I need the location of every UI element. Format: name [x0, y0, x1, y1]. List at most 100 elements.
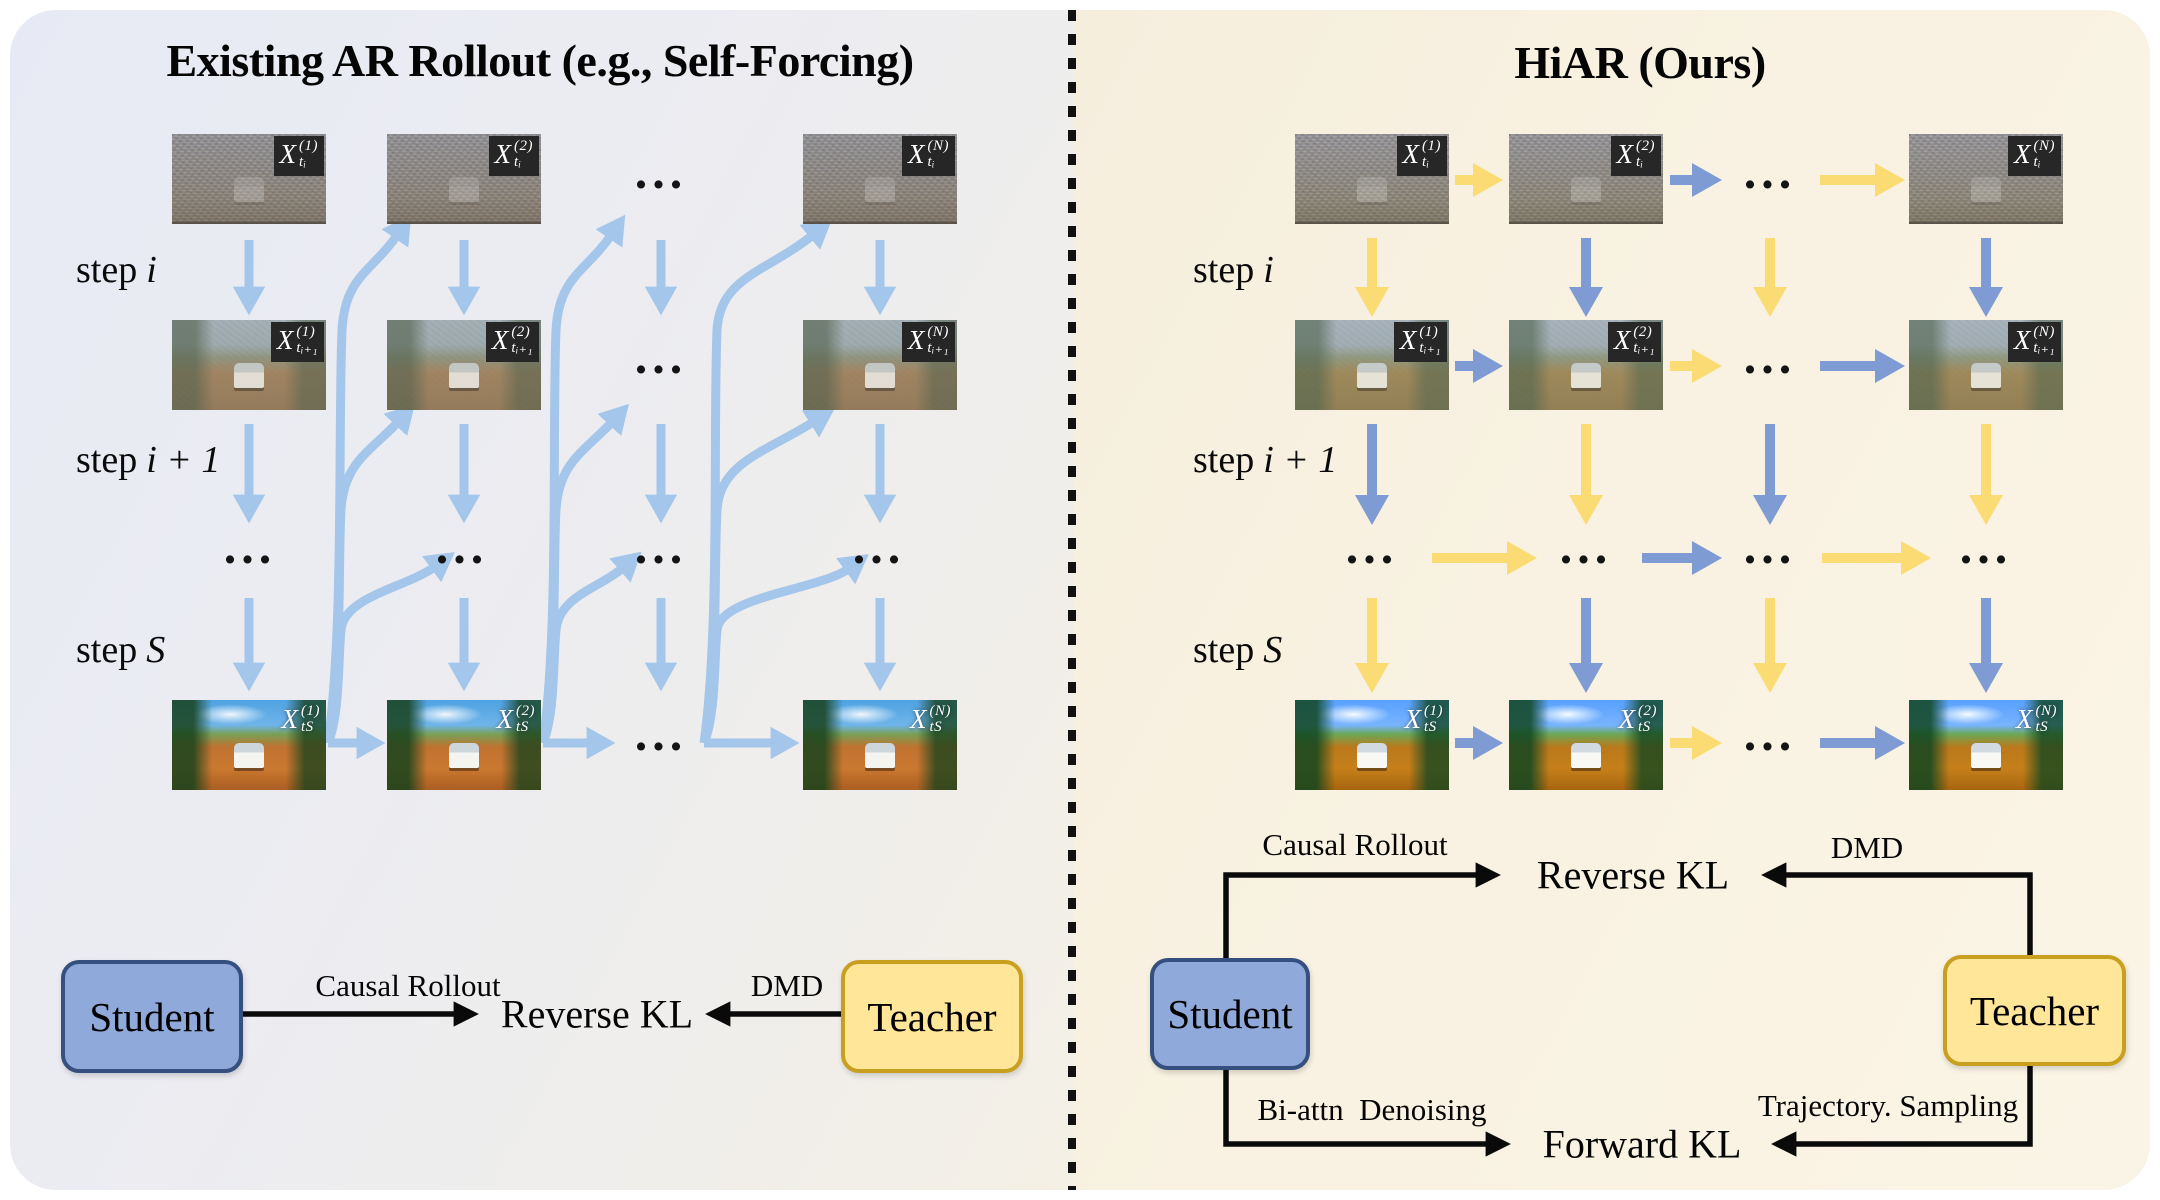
frame-label-sub: tᵢ: [927, 153, 936, 170]
left-panel-title: Existing AR Rollout (e.g., Self-Forcing): [166, 35, 914, 86]
frame-thumbnail: X(N)tᵢ: [1909, 134, 2063, 224]
step-prefix: step: [1193, 439, 1255, 481]
frame-label-sup: (1): [1424, 703, 1443, 719]
frame-thumbnail: X(2)tS: [387, 700, 541, 790]
frame-thumbnail: X(1)tᵢ: [1295, 134, 1449, 224]
frame-label-sup: (2): [1636, 138, 1655, 154]
frame-label-sup: (1): [1422, 138, 1441, 154]
frame-label-x: X: [2013, 325, 2031, 356]
step-prefix: step: [1193, 249, 1255, 291]
frame-thumbnail: X(N)tᵢ₊₁: [1909, 320, 2063, 410]
ellipsis: ...: [634, 143, 688, 199]
frame-label-sub: tᵢ: [2033, 153, 2042, 170]
frame-label-sub: tS: [929, 718, 943, 735]
frame-label-sup: (1): [299, 138, 318, 154]
frame-label-x: X: [1399, 325, 1417, 356]
frame-label-x: X: [2016, 704, 2033, 735]
ellipsis: ...: [223, 518, 277, 574]
frame-label: X(1)tᵢ₊₁: [1393, 322, 1447, 362]
frame-label-x: X: [494, 139, 512, 170]
frame-label: X(2)tᵢ₊₁: [1607, 322, 1661, 362]
frame-label-sub: tᵢ: [514, 153, 522, 170]
trajectory-sampling-label: Trajectory. Sampling: [1757, 1088, 2019, 1123]
frame-label: X(2)tᵢ: [488, 136, 539, 176]
frame-label-x: X: [1402, 139, 1420, 170]
frame-thumbnail: X(N)tS: [803, 700, 957, 790]
student-node: Student: [1150, 958, 1310, 1070]
frame-label-x: X: [2014, 139, 2031, 170]
frame-label-sub: tS: [1638, 718, 1651, 735]
frame-label: X(1)tᵢ: [1396, 136, 1447, 176]
frame-label-sub: tᵢ: [299, 153, 307, 170]
frame-label: X(N)tS: [906, 702, 955, 738]
car-shape: [1971, 177, 2001, 203]
frame-label-sub: tᵢ₊₁: [927, 339, 949, 356]
ellipsis: ...: [1743, 705, 1797, 761]
teacher-node: Teacher: [1943, 955, 2126, 1066]
frame-label-sub: tᵢ₊₁: [511, 339, 533, 356]
car-shape: [1357, 743, 1387, 769]
frame-label-sup: (N): [2033, 324, 2055, 340]
frame-label-sup: (N): [2033, 138, 2055, 154]
frame-label-sup: (N): [929, 703, 951, 719]
car-shape: [449, 177, 479, 203]
car-shape: [1357, 177, 1387, 203]
frame-thumbnail: X(N)tᵢ₊₁: [803, 320, 957, 410]
frame-label: X(2)tᵢ: [1610, 136, 1661, 176]
ellipsis: ...: [852, 518, 906, 574]
bi-attn-denoising-label: Bi-attn Denoising: [1257, 1092, 1487, 1127]
figure-card: [10, 10, 2150, 1190]
step-var: i: [146, 249, 157, 291]
frame-label-sub: tᵢ₊₁: [1419, 339, 1441, 356]
ellipsis: ...: [1743, 518, 1797, 574]
ellipsis: ...: [1959, 518, 2013, 574]
frame-thumbnail: X(2)tᵢ₊₁: [1509, 320, 1663, 410]
frame-label-sub: tS: [516, 718, 529, 735]
ellipsis: ...: [435, 518, 489, 574]
step-var: i: [1263, 249, 1274, 291]
frame-thumbnail: X(1)tS: [172, 700, 326, 790]
student-label: Student: [89, 993, 215, 1040]
frame-thumbnail: X(2)tS: [1509, 700, 1663, 790]
frame-label-sub: tᵢ₊₁: [296, 339, 318, 356]
frame-label-sup: (2): [511, 324, 531, 340]
frame-label: X(1)tᵢ₊₁: [270, 322, 324, 362]
frame-label: X(N)tS: [2012, 702, 2061, 738]
frame-label-x: X: [491, 325, 509, 356]
step-var: S: [146, 629, 166, 671]
dotted-divider: [1068, 10, 1076, 1190]
student-node: Student: [61, 960, 243, 1073]
dmd-label: DMD: [750, 968, 824, 1003]
frame-label-sub: tS: [2035, 718, 2049, 735]
student-label: Student: [1167, 991, 1293, 1037]
ellipsis: ...: [634, 328, 688, 384]
frame-label: X(1)tS: [1401, 702, 1448, 738]
frame-label-sub: tᵢ₊₁: [1633, 339, 1655, 356]
car-shape: [1971, 363, 2001, 389]
frame-thumbnail: X(1)tS: [1295, 700, 1449, 790]
frame-label-sup: (2): [1633, 324, 1653, 340]
car-shape: [1571, 363, 1601, 389]
frame-label-x: X: [908, 139, 925, 170]
frame-label-x: X: [276, 325, 294, 356]
ellipsis: ...: [1345, 518, 1399, 574]
frame-thumbnail: X(1)tᵢ: [172, 134, 326, 224]
frame-label-x: X: [279, 139, 297, 170]
frame-label-x: X: [281, 704, 299, 735]
car-shape: [1571, 743, 1601, 769]
frame-label-x: X: [910, 704, 927, 735]
ellipsis: ...: [1743, 328, 1797, 384]
car-shape: [449, 363, 479, 389]
frame-label-sub: tᵢ₊₁: [2033, 339, 2055, 356]
ellipsis: ...: [634, 518, 688, 574]
frame-thumbnail: X(1)tᵢ₊₁: [1295, 320, 1449, 410]
step-prefix: step: [1193, 629, 1255, 671]
teacher-label: Teacher: [867, 993, 997, 1040]
car-shape: [234, 363, 264, 389]
